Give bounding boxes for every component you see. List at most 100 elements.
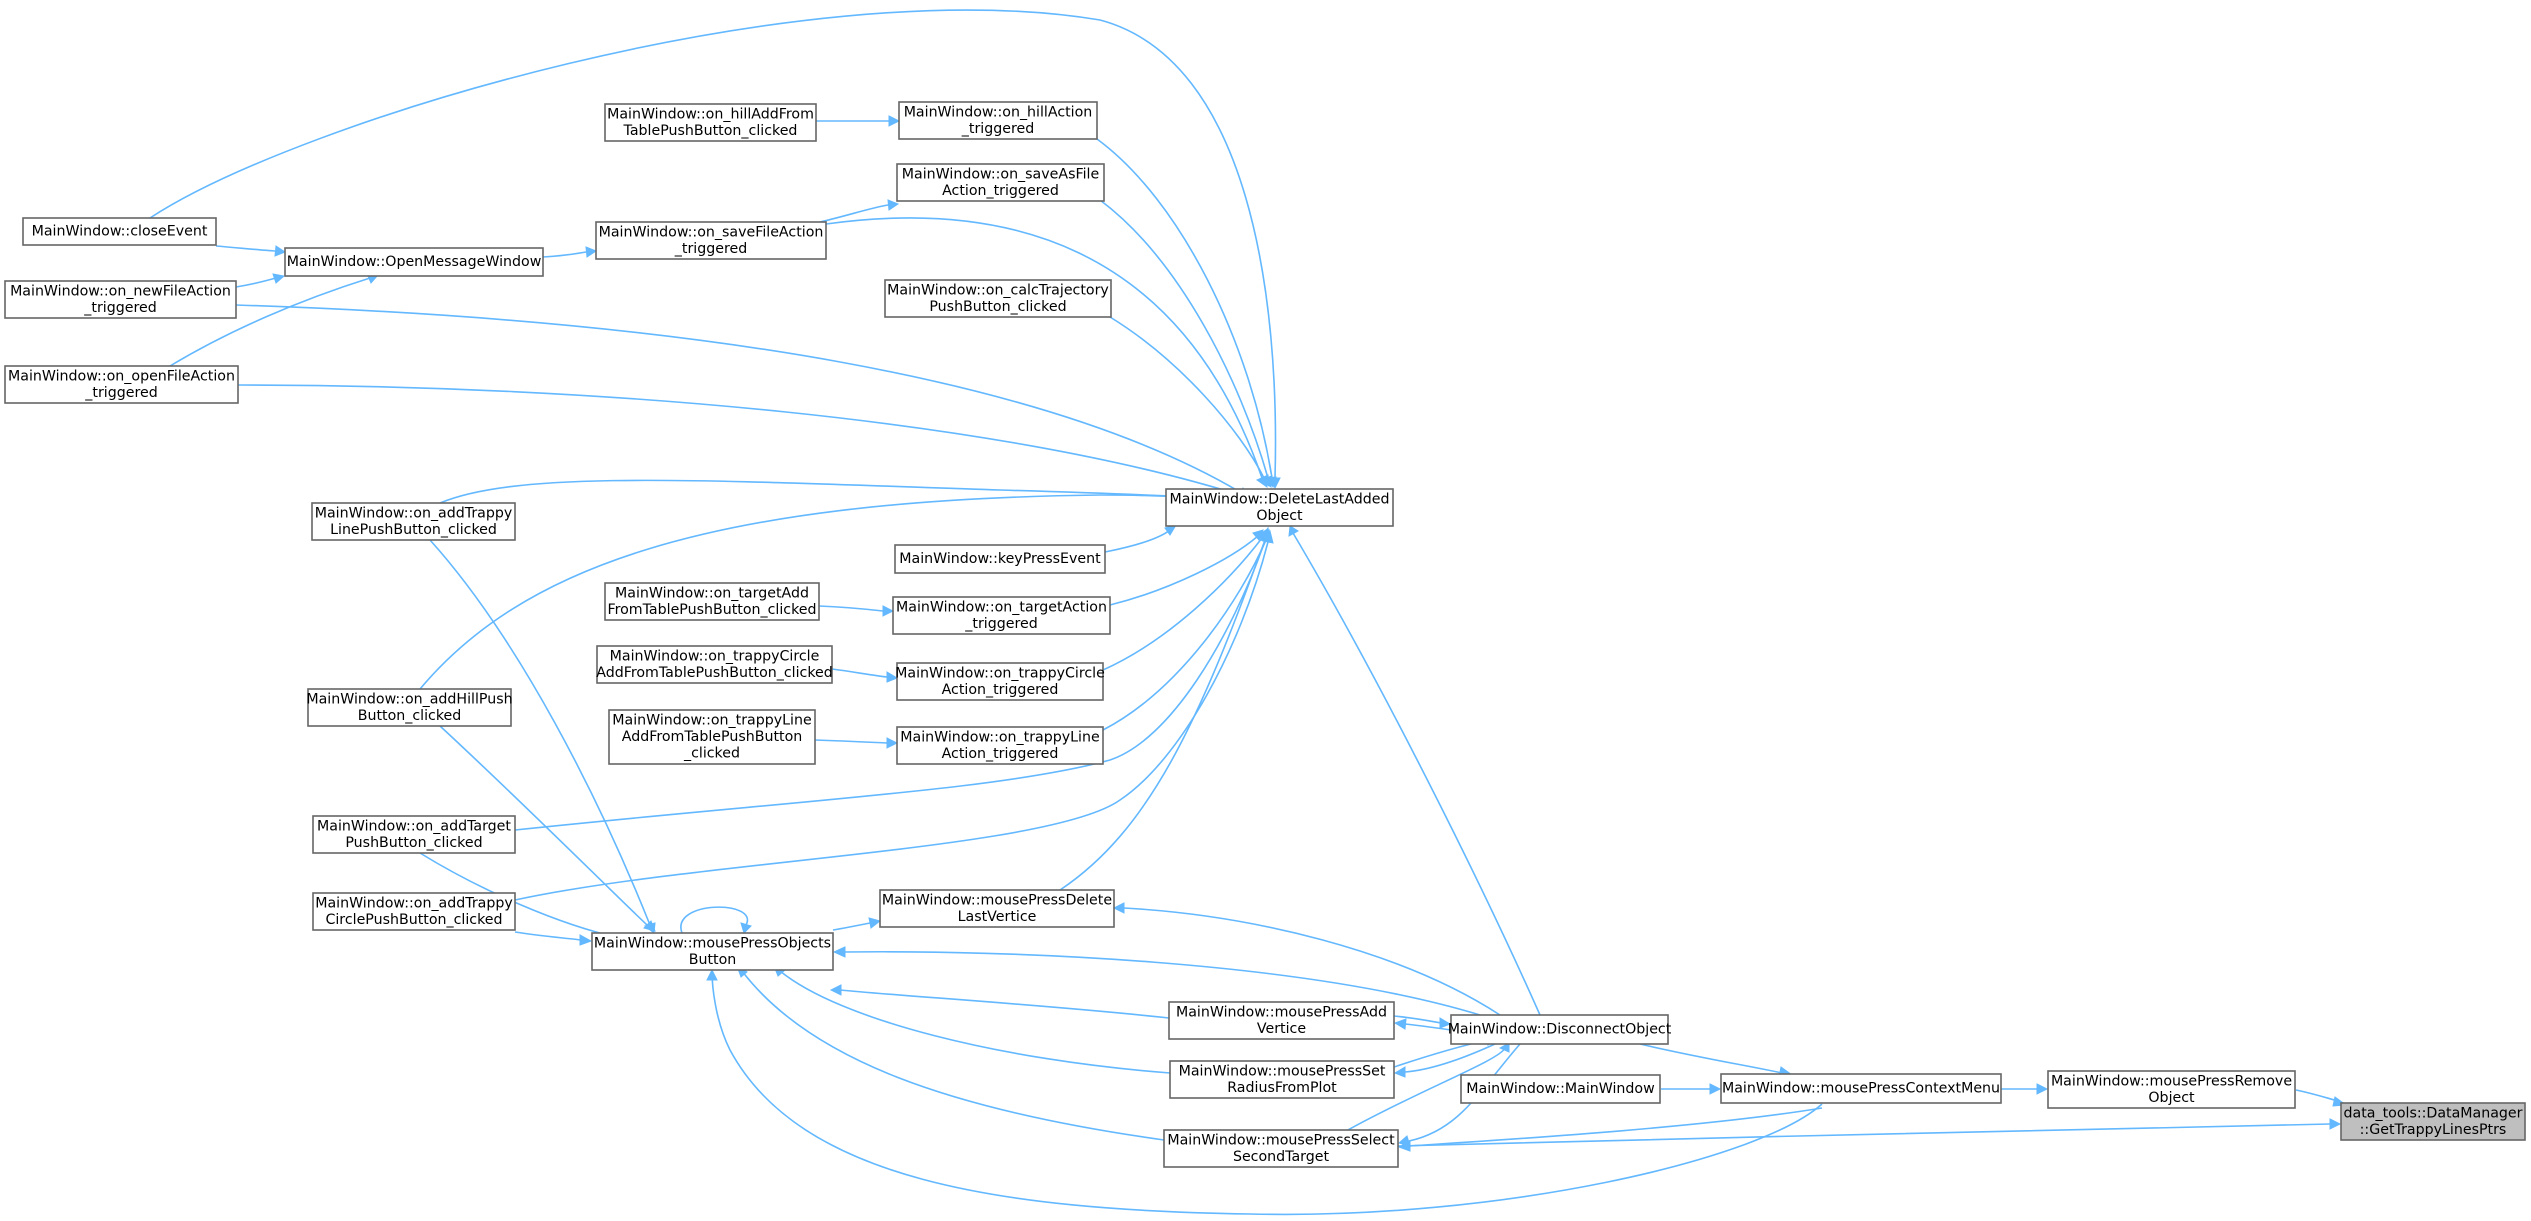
edge-arrowhead xyxy=(1439,1017,1452,1029)
edge-saveFile-dla xyxy=(825,217,1268,489)
node-keyPress[interactable]: MainWindow::keyPressEvent xyxy=(894,544,1106,574)
node-label-line: MainWindow::on_hillAddFrom xyxy=(607,106,814,122)
edge-line xyxy=(680,906,749,934)
edge-trappyCircleAddTable-trappyCircleAct xyxy=(831,668,899,683)
node-label-line: MainWindow::DisconnectObject xyxy=(1448,1022,1672,1038)
edge-line xyxy=(1393,1015,1442,1024)
node-openFile[interactable]: MainWindow::on_openFileAction_triggered xyxy=(4,365,239,404)
edge-arrowhead xyxy=(1397,1135,1411,1147)
edge-line xyxy=(1102,539,1267,731)
edge-arrowhead xyxy=(886,737,899,749)
edge-trappyLineAddTable-trappyLineAct xyxy=(814,737,899,749)
edge-line xyxy=(1102,537,1263,671)
edge-newFile-dla xyxy=(235,304,1252,498)
node-disc[interactable]: MainWindow::DisconnectObject xyxy=(1448,1014,1672,1045)
node-label-line: MainWindow::on_trappyLine xyxy=(612,713,811,729)
node-newFile[interactable]: MainWindow::on_newFileAction_triggered xyxy=(4,280,237,319)
edge-arrowhead xyxy=(272,273,286,284)
edge-radius-objbtn xyxy=(773,965,1171,1074)
edge-line xyxy=(1109,316,1265,479)
node-box xyxy=(311,502,516,541)
node-label-line: MainWindow::on_hillAction xyxy=(904,104,1093,120)
node-addTarget[interactable]: MainWindow::on_addTargetPushButton_click… xyxy=(312,815,516,854)
node-box xyxy=(1168,1001,1395,1040)
node-label-line: MainWindow::on_openFileAction xyxy=(8,368,235,384)
node-label-line: _triggered xyxy=(674,241,747,257)
node-box xyxy=(22,217,217,246)
edge-delv-dla xyxy=(1059,526,1271,891)
node-calcTraj[interactable]: MainWindow::on_calcTrajectoryPushButton_… xyxy=(884,279,1112,318)
edge-line xyxy=(1292,532,1541,1016)
edge-line xyxy=(1099,199,1269,479)
node-box xyxy=(312,892,516,931)
node-closeEv[interactable]: MainWindow::closeEvent xyxy=(22,217,217,246)
edge-line xyxy=(1096,138,1273,479)
node-mw[interactable]: MainWindow::MainWindow xyxy=(1460,1074,1661,1104)
node-box xyxy=(595,221,827,260)
edge-disc-select xyxy=(1397,1043,1521,1147)
node-box xyxy=(898,101,1098,140)
edge-line xyxy=(814,739,888,744)
node-box xyxy=(896,163,1105,202)
node-label-line: Object xyxy=(1256,508,1303,524)
node-addTrappyLine[interactable]: MainWindow::on_addTrappyLinePushButton_c… xyxy=(311,502,516,541)
edge-hillAct-dla xyxy=(1096,138,1277,489)
edge-arrowhead xyxy=(1269,477,1281,490)
edge-mw-ctx xyxy=(1661,1083,1722,1095)
node-label-line: MainWindow::on_addTrappy xyxy=(315,505,513,521)
node-hillAct[interactable]: MainWindow::on_hillAction_triggered xyxy=(898,101,1098,140)
node-label-line: MainWindow::on_saveFileAction xyxy=(599,224,824,240)
edge-line xyxy=(741,970,1165,1141)
edge-line xyxy=(1397,1123,2331,1147)
node-box xyxy=(1450,1014,1669,1045)
edge-closeEv-dla xyxy=(149,9,1281,490)
node-label-line: MainWindow::mousePressAdd xyxy=(1176,1004,1387,1020)
node-label-line: MainWindow::on_targetAdd xyxy=(615,585,809,601)
node-ctx[interactable]: MainWindow::mousePressContextMenu xyxy=(1720,1073,2002,1104)
node-label-line: Button_clicked xyxy=(358,708,462,724)
node-trappyCircleAddTable[interactable]: MainWindow::on_trappyCircleAddFromTableP… xyxy=(596,645,833,684)
edge-objbtn-objbtn xyxy=(680,906,752,934)
edge-line xyxy=(825,217,1263,479)
node-label-line: MainWindow::on_saveAsFile xyxy=(902,166,1099,182)
edge-keyPress-dla xyxy=(1104,524,1178,553)
edge-arrowhead xyxy=(829,984,842,996)
edge-line xyxy=(439,479,1249,504)
node-saveFile[interactable]: MainWindow::on_saveFileAction_triggered xyxy=(595,221,827,260)
node-label-line: Action_triggered xyxy=(942,183,1059,199)
node-addTrappyCircle[interactable]: MainWindow::on_addTrappyCirclePushButton… xyxy=(312,892,516,931)
node-label-line: MainWindow::mousePressObjects xyxy=(594,935,831,951)
edge-ctx-remove xyxy=(2001,1083,2049,1095)
edge-ctx-objbtn-bottom xyxy=(706,968,1823,1216)
node-box xyxy=(892,596,1111,635)
edge-targetAddTable-targetAct xyxy=(818,605,895,617)
edge-line xyxy=(1408,1043,1521,1142)
node-label-line: MainWindow::on_newFileAction xyxy=(10,283,231,299)
node-targetAddTable[interactable]: MainWindow::on_targetAddFromTablePushBut… xyxy=(604,582,820,621)
edge-addv-disc xyxy=(1393,1015,1452,1029)
edge-line xyxy=(1059,539,1266,891)
node-trappyLineAct[interactable]: MainWindow::on_trappyLineAction_triggere… xyxy=(896,726,1104,765)
edge-line xyxy=(1104,529,1171,553)
node-root[interactable]: data_tools::DataManager::GetTrappyLinesP… xyxy=(2340,1102,2526,1141)
node-label-line: MainWindow::mousePressSet xyxy=(1179,1063,1386,1079)
edge-remove-root xyxy=(2295,1089,2348,1107)
node-targetAct[interactable]: MainWindow::on_targetAction_triggered xyxy=(892,596,1111,635)
node-label-line: MainWindow::on_addTrappy xyxy=(315,895,513,911)
edge-disc-addv xyxy=(1393,1018,1452,1031)
node-trappyCircleAct[interactable]: MainWindow::on_trappyCircleAction_trigge… xyxy=(895,662,1105,701)
node-trappyLineAddTable[interactable]: MainWindow::on_trappyLineAddFromTablePus… xyxy=(608,709,816,765)
edge-line xyxy=(1109,535,1259,606)
node-saveAs[interactable]: MainWindow::on_saveAsFileAction_triggere… xyxy=(896,163,1105,202)
node-openMsg[interactable]: MainWindow::OpenMessageWindow xyxy=(284,247,544,277)
edge-line xyxy=(514,931,582,941)
node-hillAddTable[interactable]: MainWindow::on_hillAddFromTablePushButto… xyxy=(604,103,817,142)
